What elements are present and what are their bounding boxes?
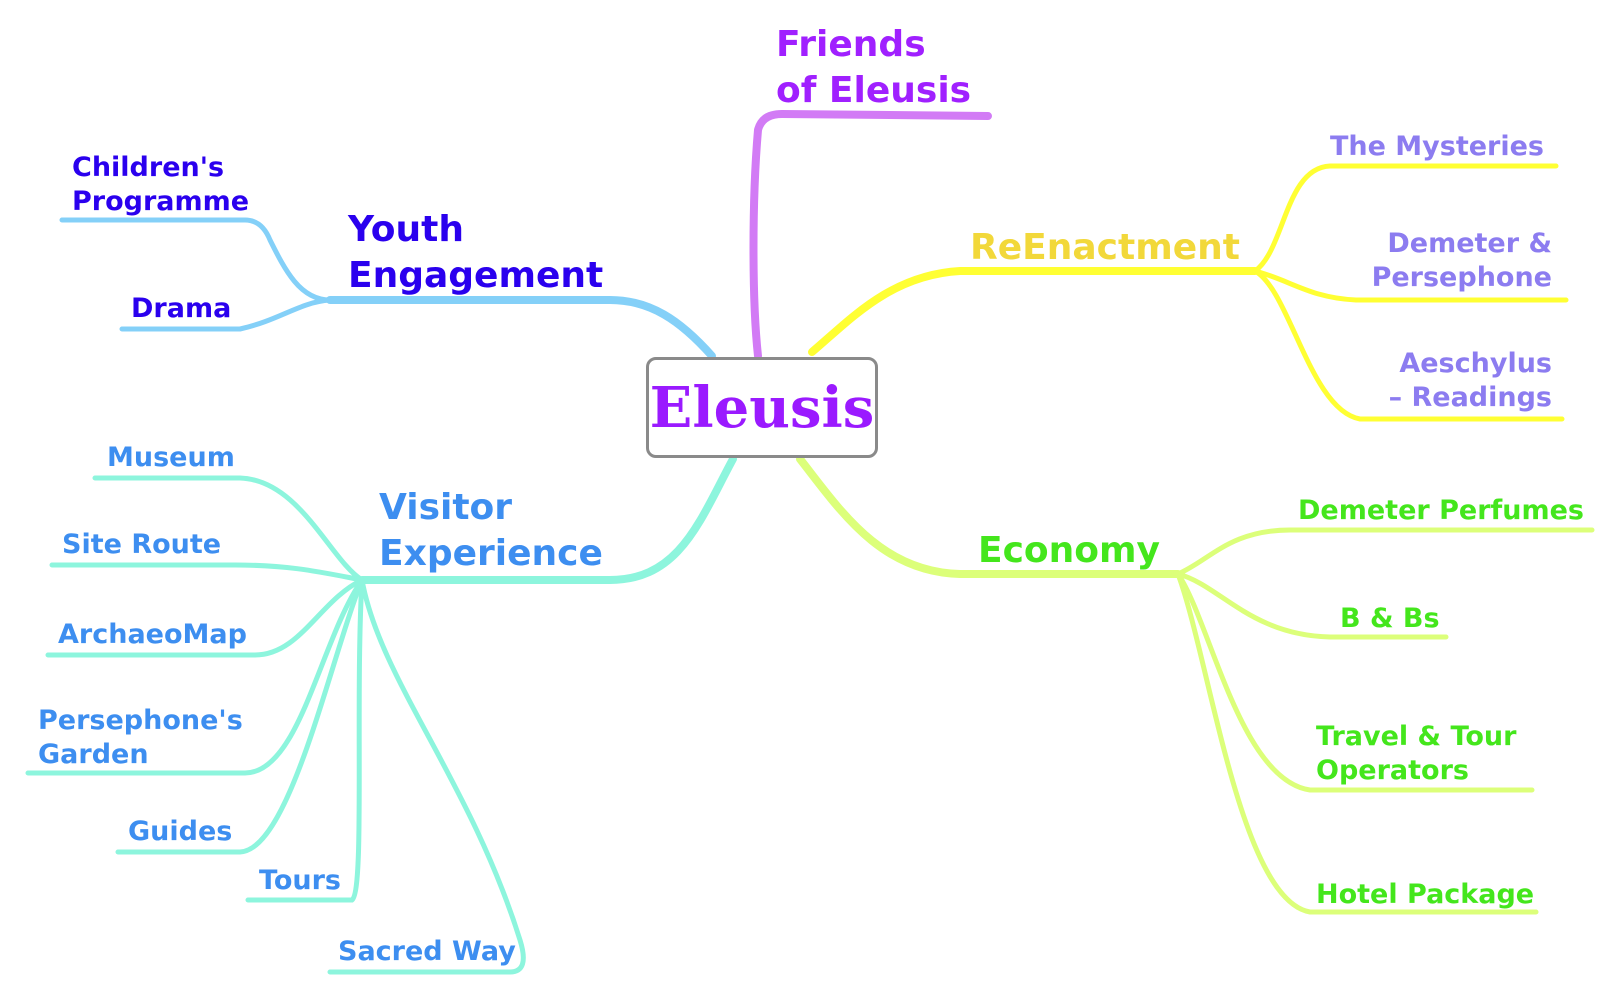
subtopic-line1: Guides [128, 816, 233, 847]
subtopic-tours[interactable]: Tours [259, 864, 341, 898]
link-the-mysteries [1252, 163, 1559, 274]
subtopic-guides[interactable]: Guides [128, 815, 232, 849]
link-sacred-way [327, 577, 526, 975]
subtopic-line1: Persephone's [38, 705, 243, 736]
subtopic-line1: B & Bs [1340, 603, 1440, 634]
link-demeter-perfumes [1175, 527, 1595, 577]
topic-friends-line1: Friends [776, 24, 926, 65]
subtopic-childrens-programme[interactable]: Children's Programme [72, 151, 249, 219]
subtopic-aeschylus-readings[interactable]: Aeschylus – Readings [1330, 347, 1552, 415]
subtopic-site-route[interactable]: Site Route [62, 528, 221, 562]
topic-friends-of-eleusis[interactable]: Friends of Eleusis [776, 22, 971, 114]
topic-youth-line1: Youth [348, 209, 464, 250]
subtopic-sacred-way[interactable]: Sacred Way [338, 935, 516, 969]
subtopic-b-and-bs[interactable]: B & Bs [1340, 602, 1440, 636]
subtopic-line1: Hotel Package [1316, 879, 1535, 910]
subtopic-line1: Site Route [62, 529, 222, 560]
topic-economy-label: Economy [978, 530, 1161, 571]
subtopic-line2: Operators [1316, 755, 1469, 786]
subtopic-line1: Drama [131, 293, 232, 324]
link-museum [92, 475, 365, 583]
subtopic-museum[interactable]: Museum [107, 441, 235, 475]
link-site-route [49, 562, 365, 583]
central-topic-label: Eleusis [649, 374, 875, 441]
link-visitor [358, 455, 737, 584]
link-aeschylus-readings [1252, 268, 1565, 422]
link-hotel-package [1175, 571, 1539, 915]
link-persephones-garden [25, 577, 365, 776]
link-tours [245, 577, 365, 903]
link-guides [115, 577, 365, 855]
subtopic-line1: ArchaeoMap [58, 619, 247, 650]
subtopic-hotel-package[interactable]: Hotel Package [1316, 878, 1534, 912]
link-drama [119, 297, 333, 332]
subtopic-line1: Sacred Way [338, 936, 516, 967]
link-demeter-persephone [1252, 268, 1569, 303]
subtopic-line2: Persephone [1371, 262, 1552, 293]
subtopic-line1: Aeschylus [1399, 348, 1552, 379]
link-friends [749, 109, 992, 360]
subtopic-demeter-persephone[interactable]: Demeter & Persephone [1330, 227, 1552, 295]
link-youth [326, 296, 716, 360]
link-archaeomap [45, 577, 365, 658]
subtopic-line1: Travel & Tour [1316, 721, 1517, 752]
topic-economy[interactable]: Economy [978, 528, 1160, 574]
link-travel-tour-operators [1175, 571, 1535, 793]
subtopic-travel-tour-operators[interactable]: Travel & Tour Operators [1316, 720, 1516, 788]
subtopic-line1: Demeter & [1387, 228, 1552, 259]
topic-visitor-line1: Visitor [379, 487, 513, 528]
link-economy [796, 455, 1182, 578]
central-topic[interactable]: Eleusis [646, 357, 878, 458]
subtopic-the-mysteries[interactable]: The Mysteries [1316, 130, 1544, 164]
subtopic-line2: – Readings [1388, 382, 1552, 413]
link-reenactment [808, 267, 1259, 356]
topic-reenactment[interactable]: ReEnactment [970, 225, 1240, 271]
topic-visitor-experience[interactable]: Visitor Experience [379, 485, 603, 577]
topic-youth-engagement[interactable]: Youth Engagement [348, 207, 603, 299]
link-childrens-programme [59, 217, 333, 303]
subtopic-archaeomap[interactable]: ArchaeoMap [58, 618, 247, 652]
subtopic-line1: The Mysteries [1329, 131, 1544, 162]
topic-youth-line2: Engagement [348, 255, 604, 296]
link-b-and-bs [1175, 571, 1449, 640]
subtopic-persephones-garden[interactable]: Persephone's Garden [38, 704, 243, 772]
subtopic-line2: Programme [72, 186, 250, 217]
subtopic-demeter-perfumes[interactable]: Demeter Perfumes [1298, 494, 1584, 528]
subtopic-drama[interactable]: Drama [131, 292, 231, 326]
subtopic-line1: Tours [259, 865, 341, 896]
subtopic-line1: Children's [72, 152, 225, 183]
topic-visitor-line2: Experience [379, 533, 603, 574]
subtopic-line1: Museum [107, 442, 235, 473]
subtopic-line1: Demeter Perfumes [1298, 495, 1585, 526]
subtopic-line2: Garden [38, 739, 149, 770]
topic-reenactment-label: ReEnactment [970, 227, 1240, 268]
topic-friends-line2: of Eleusis [776, 70, 972, 111]
